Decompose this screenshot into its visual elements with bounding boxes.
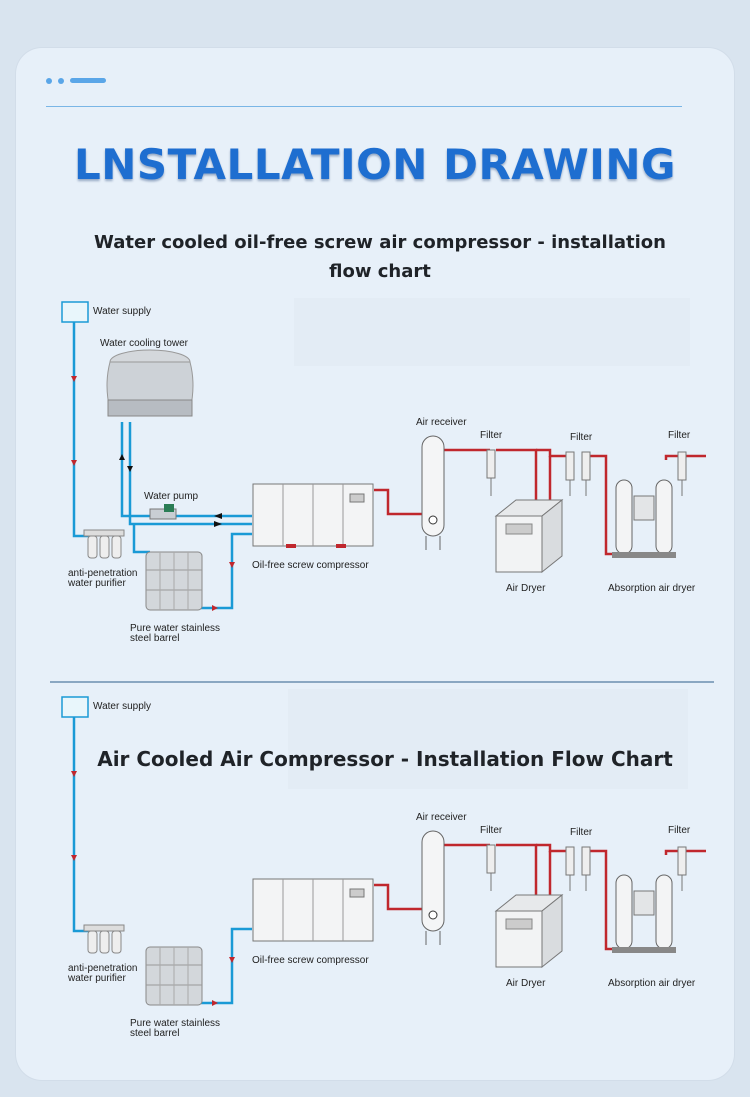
label-purifier-2: water purifier <box>67 578 126 589</box>
water-pump-icon <box>149 504 177 520</box>
label-purifier-1: anti-penetration <box>68 568 138 579</box>
label-air-dryer: Air Dryer <box>506 978 546 989</box>
label-air-receiver: Air receiver <box>416 417 467 428</box>
air-pipes <box>374 843 706 951</box>
filter-icon-2 <box>565 451 591 496</box>
label-filter-3: Filter <box>668 825 691 836</box>
label-barrel-1: Pure water stainless <box>130 1018 220 1029</box>
flow-arrows-black <box>119 454 222 527</box>
content-card <box>16 48 734 1080</box>
air-receiver-icon <box>421 435 445 550</box>
label-purifier-2: water purifier <box>67 973 126 984</box>
label-compressor: Oil-free screw compressor <box>252 560 369 571</box>
diagram1-subtitle: Water cooled oil-free screw air compress… <box>94 232 666 282</box>
label-barrel-2: steel barrel <box>130 1028 179 1039</box>
cooling-tower-icon <box>106 349 194 417</box>
label-barrel-2: steel barrel <box>130 633 179 644</box>
water-purifier-icon <box>83 924 125 954</box>
filter-icon-1 <box>486 449 496 496</box>
flow-arrows <box>71 376 235 611</box>
water-cooled-flow-chart: Water supply Water cooling tower Water p… <box>61 298 706 644</box>
steel-barrel-icon <box>145 551 203 611</box>
label-filter-2: Filter <box>570 432 593 443</box>
air-pipes <box>374 448 706 556</box>
label-cooling-tower: Water cooling tower <box>100 338 189 349</box>
background-panel <box>288 689 688 789</box>
absorption-dryer-icon <box>612 874 676 953</box>
water-supply-icon <box>61 301 89 323</box>
water-pipes <box>72 322 252 610</box>
compressor-icon <box>252 878 374 942</box>
header-divider <box>46 106 682 107</box>
filter-icon-3 <box>677 451 687 496</box>
label-water-supply: Water supply <box>93 701 151 712</box>
filter-icon-3 <box>677 846 687 891</box>
air-dryer-icon <box>494 498 564 574</box>
water-purifier-icon <box>83 529 125 559</box>
absorption-dryer-icon <box>612 479 676 558</box>
filter-icon-1 <box>486 844 496 891</box>
page-title: LNSTALLATION DRAWING <box>74 140 676 189</box>
label-absorption-dryer: Absorption air dryer <box>608 978 696 989</box>
label-filter-1: Filter <box>480 825 503 836</box>
water-supply-icon <box>61 696 89 718</box>
background-panel <box>294 298 690 366</box>
label-filter-1: Filter <box>480 430 503 441</box>
label-water-pump: Water pump <box>144 491 199 502</box>
flow-arrows <box>71 771 235 1006</box>
label-air-receiver: Air receiver <box>416 812 467 823</box>
diagram2-subtitle: Air Cooled Air Compressor - Installation… <box>97 747 673 771</box>
air-dryer-icon <box>494 893 564 969</box>
label-compressor: Oil-free screw compressor <box>252 955 369 966</box>
section-divider <box>50 681 714 683</box>
label-air-dryer: Air Dryer <box>506 583 546 594</box>
air-cooled-flow-chart: Water supply anti-penetration water puri… <box>61 689 706 1039</box>
label-purifier-1: anti-penetration <box>68 963 138 974</box>
steel-barrel-icon <box>145 946 203 1006</box>
label-filter-3: Filter <box>668 430 691 441</box>
compressor-icon <box>252 483 374 548</box>
filter-icon-2 <box>565 846 591 891</box>
label-water-supply: Water supply <box>93 306 151 317</box>
air-receiver-icon <box>421 830 445 945</box>
label-barrel-1: Pure water stainless <box>130 623 220 634</box>
label-filter-2: Filter <box>570 827 593 838</box>
label-absorption-dryer: Absorption air dryer <box>608 583 696 594</box>
